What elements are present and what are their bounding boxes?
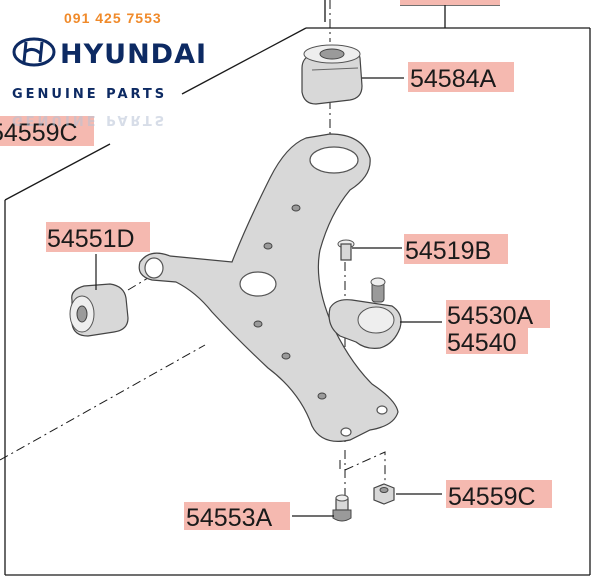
label-54553A: 54553A [184,502,290,532]
part-number-text: 54530A [447,302,534,330]
bushing-front-part [69,283,129,337]
part-number-text: 54540 [447,329,517,357]
label-54584A: 54584A [408,62,514,93]
nut-bottom-part [373,483,395,505]
diagram-frame [4,0,591,576]
label-54519B: 54519B [404,234,508,265]
ball-joint-part [328,277,402,349]
part-number-text: 54553A [186,504,273,532]
leader-lines [95,77,442,517]
bolt-bottom-part [332,494,352,522]
label-54551D: 54551D [46,222,150,253]
label-54559C-cut: 54559C [0,116,94,147]
brand-block: 091 425 7553 HYUNDAI GENUINE PARTS GENUI… [12,10,207,127]
part-number-text: 54551D [47,225,135,253]
brand-subtitle-reflection: GENUINE PARTS [12,112,167,127]
bolt-small-part [337,239,355,261]
brand-name: HYUNDAI [60,39,207,70]
part-number-text: 54559C [448,483,536,511]
brand-subtitle: GENUINE PARTS [12,87,167,102]
part-number-text: 54559C [0,119,78,147]
label-54559C: 54559C [446,480,552,511]
label-54530A: 54530A [446,300,550,330]
part-number-text: 54584A [410,65,497,93]
bushing-upper-part [301,44,363,105]
hyundai-logo-icon [12,37,56,67]
label-54540: 54540 [446,328,528,357]
part-number-text: 54519B [405,237,491,265]
phone-number: 091 425 7553 [64,10,162,26]
lower-control-arm [138,133,399,442]
